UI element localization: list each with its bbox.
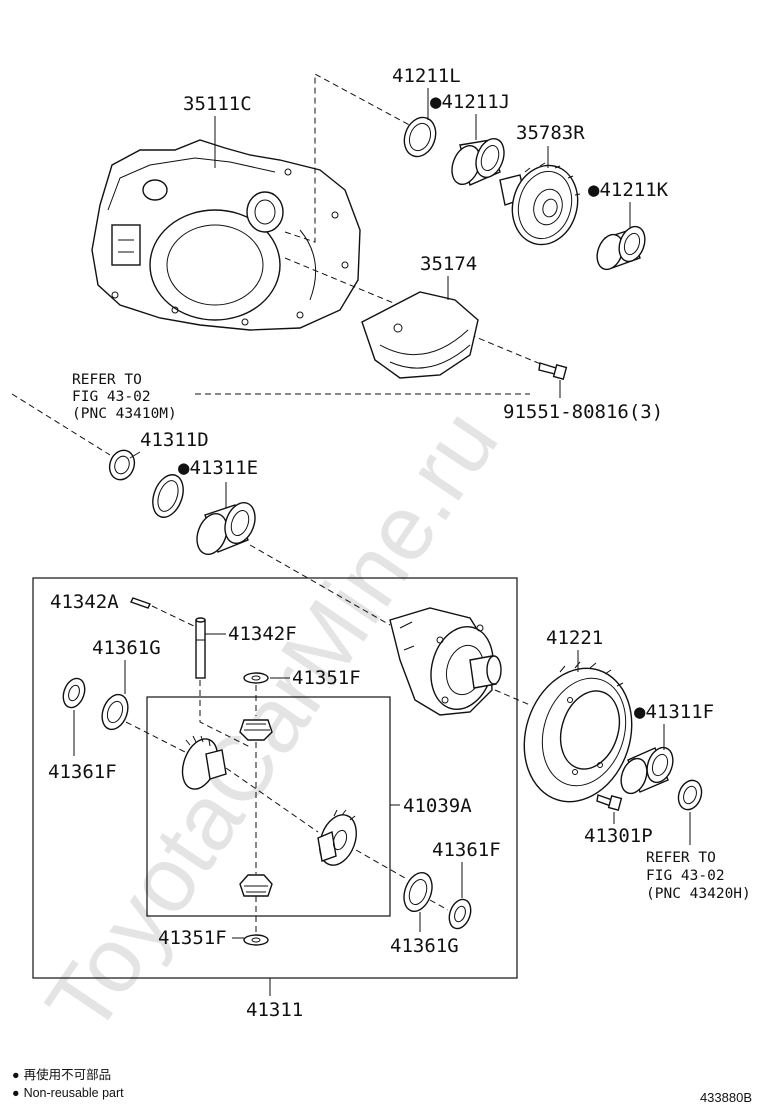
pinion-gear-bottom[interactable] [239, 874, 273, 897]
label-41342a: 41342A [50, 591, 119, 613]
label-91551: 91551-80816(3) [503, 401, 663, 423]
label-41361f-right: 41361F [432, 839, 501, 861]
kit-frame-41039a [146, 696, 391, 917]
washer-41361f-right[interactable] [445, 896, 474, 931]
ref-right-line2: FIG 43-02 [646, 868, 725, 884]
label-35111c: 35111C [183, 93, 252, 115]
ref-left-line3: (PNC 43410M) [72, 406, 177, 422]
label-41311d: 41311D [140, 429, 209, 451]
side-gear-right[interactable] [313, 809, 363, 870]
differential-case[interactable] [389, 607, 502, 716]
kit-frame-41311 [32, 577, 518, 979]
washer-41361f-left[interactable] [59, 675, 88, 710]
oil-seal-right[interactable] [675, 777, 706, 813]
oil-seal-41311d[interactable] [106, 447, 139, 483]
bearing-41211k[interactable] [593, 223, 650, 273]
label-41351f-bottom: 41351F [158, 927, 227, 949]
bolt-91551[interactable] [538, 362, 568, 380]
label-41311e: ●41311E [178, 457, 258, 479]
label-41221: 41221 [546, 627, 603, 649]
oil-receiver-35174[interactable] [361, 291, 479, 379]
label-41039a: 41039A [403, 795, 472, 817]
label-41361g-top: 41361G [92, 637, 161, 659]
label-41211j: ●41211J [430, 91, 510, 113]
pin-41342a[interactable] [130, 597, 151, 609]
legend-line-japanese: ●再使用不可部品 [12, 1067, 111, 1082]
label-41311f: ●41311F [634, 701, 714, 723]
label-41361g-bottom: 41361G [390, 935, 459, 957]
pinion-gear-top[interactable] [239, 719, 273, 741]
label-35174: 35174 [420, 253, 477, 275]
bolt-41301p[interactable] [596, 794, 623, 811]
bearing-41311e[interactable] [192, 498, 261, 558]
shim-41311e[interactable] [147, 471, 188, 522]
side-gear-left[interactable] [176, 734, 227, 794]
label-41211k: ●41211K [588, 179, 669, 201]
bearing-41211j[interactable] [447, 135, 509, 188]
label-41301p: 41301P [584, 825, 653, 847]
label-41311: 41311 [246, 999, 303, 1021]
ref-right-line1: REFER TO [646, 850, 716, 866]
transaxle-housing-35111c[interactable] [91, 139, 361, 331]
washer-41351f-top[interactable] [243, 672, 269, 684]
shim-41361g-bottom[interactable] [399, 869, 437, 915]
shaft-41342f[interactable] [195, 617, 206, 679]
bearing-41311f[interactable] [617, 744, 678, 797]
washer-41351f-bottom[interactable] [243, 934, 269, 946]
ring-gear-41221[interactable] [508, 654, 649, 815]
label-41361f-left: 41361F [48, 761, 117, 783]
ref-left-line1: REFER TO [72, 372, 142, 388]
label-41211l: 41211L [392, 65, 461, 87]
shim-41211l[interactable] [399, 113, 441, 161]
shim-41361g-top[interactable] [98, 691, 133, 733]
label-41351f-top: 41351F [292, 667, 361, 689]
label-41342f: 41342F [228, 623, 297, 645]
label-35783r: 35783R [516, 122, 585, 144]
figure-number: 433880B [700, 1090, 752, 1105]
ref-right-line3: (PNC 43420H) [646, 886, 751, 902]
ref-left-line2: FIG 43-02 [72, 389, 151, 405]
gear-35783r[interactable] [499, 158, 586, 252]
legend-line-english: ●Non-reusable part [12, 1086, 124, 1100]
